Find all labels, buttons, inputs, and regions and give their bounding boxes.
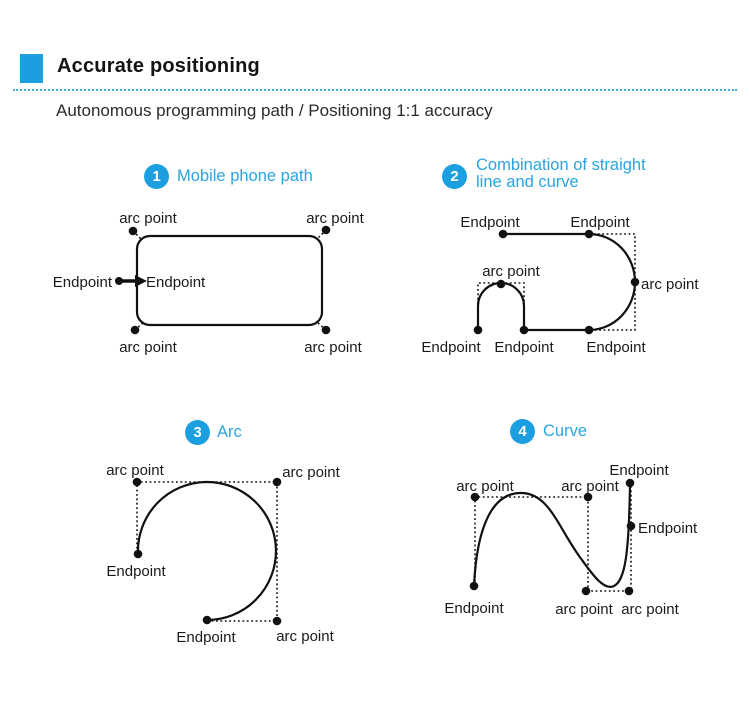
arc-point-label: arc point [621,601,679,618]
endpoint-label: Endpoint [444,600,504,617]
curve-path [472,481,632,588]
endpoint-dot [626,521,636,531]
diagram-2-title-line2: line and curve [476,173,579,191]
dotted-divider [13,89,737,91]
diagram-2-number-badge: 2 [442,164,467,189]
arc-point-label: arc point [555,601,613,618]
arc-point-dot [272,616,282,626]
corner-tick [134,321,145,331]
arc-point-label: arc point [641,276,699,293]
guide-box [474,496,629,592]
arc-point-label: arc point [306,210,364,227]
arc-point-label: arc point [482,263,540,280]
arc-point-label: arc point [119,339,177,356]
arc-point-label: arc point [304,339,362,356]
arc-point-dot [272,477,282,487]
arc-point-label: arc point [561,478,619,495]
arc-point-dot [624,586,634,596]
diagram-1-number: 1 [152,168,161,185]
endpoint-label: Endpoint [638,520,698,537]
diagram-2-title-line1: Combination of straight [476,156,646,174]
arc-point-dot [581,586,591,596]
endpoint-label: Endpoint [609,462,669,479]
arc-point-dot [470,492,480,502]
endpoint-dot [625,478,635,488]
arc-point-dot [321,225,331,235]
guide-box [589,233,636,331]
endpoint-label: Endpoint [494,339,554,356]
arc-point-dot [583,492,593,502]
arc-point-label: arc point [106,462,164,479]
endpoint-label: Endpoint [53,274,113,291]
diagram-2-line-and-curve: Endpoint Endpoint arc point arc point En… [421,214,699,356]
endpoint-dot [584,325,594,335]
endpoint-dot [133,549,143,559]
arc-point-label: arc point [456,478,514,495]
endpoint-label: Endpoint [106,563,166,580]
diagram-3-number-badge: 3 [185,420,210,445]
diagram-1-mobile-phone-path: arc point arc point arc point arc point … [53,210,365,356]
endpoint-label: Endpoint [146,274,206,291]
diagram-4-curve: arc point arc point Endpoint Endpoint En… [444,462,698,618]
diagram-1-title: Mobile phone path [177,167,313,185]
arc-point-label: arc point [276,628,334,645]
page-subtitle: Autonomous programming path / Positionin… [56,101,493,120]
endpoint-dot [584,229,594,239]
endpoint-label: Endpoint [570,214,630,231]
arc-point-label: arc point [119,210,177,227]
diagram-3-number: 3 [193,424,202,441]
endpoint-dot [469,581,479,591]
diagram-1-number-badge: 1 [144,164,169,189]
diagram-3-title: Arc [217,423,242,441]
page-title: Accurate positioning [57,55,260,77]
endpoint-dot [498,229,508,239]
start-arrow-head-icon [135,275,147,287]
arc-point-dot [630,277,640,287]
arc-point-dot [496,279,506,289]
arc-point-dot [132,477,142,487]
arc-path [136,480,278,622]
diagram-4-number: 4 [518,423,527,440]
combined-path [476,232,637,332]
endpoint-label: Endpoint [586,339,646,356]
arc-point-dot [130,325,140,335]
diagram-4-number-badge: 4 [510,419,535,444]
endpoint-label: Endpoint [176,629,236,646]
endpoint-label: Endpoint [460,214,520,231]
endpoint-dot [519,325,529,335]
arc-point-dot [128,226,138,236]
diagram-2-title: Combination of straight line and curve [476,157,646,191]
diagram-2-number: 2 [450,168,459,185]
arc-point-label: arc point [282,464,340,481]
endpoint-dot [473,325,483,335]
diagram-3-arc: arc point arc point arc point Endpoint E… [106,462,340,646]
endpoint-dot [202,615,212,625]
corner-tick [316,321,327,331]
endpoint-label: Endpoint [421,339,481,356]
blue-square-icon [20,54,43,83]
diagram-4-title: Curve [543,422,588,440]
arc-point-dot [321,325,331,335]
